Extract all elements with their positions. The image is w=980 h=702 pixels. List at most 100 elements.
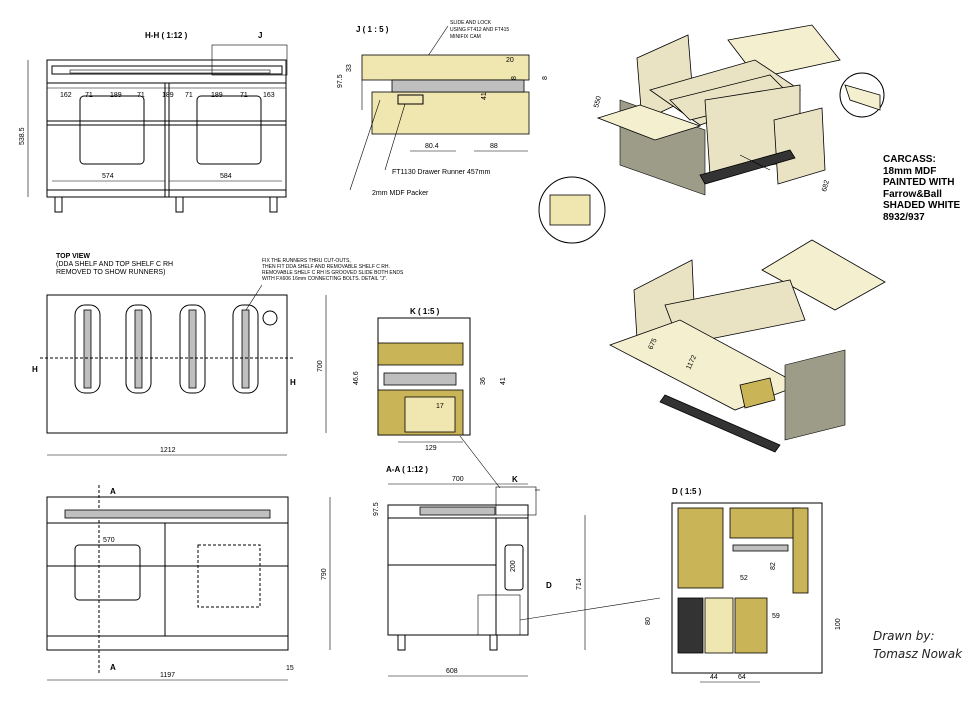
svg-text:714: 714 [576,578,583,590]
top-shelf [51,65,283,75]
note-line: PAINTED WITH [883,177,955,188]
svg-text:41: 41 [500,377,507,385]
svg-text:189: 189 [162,92,174,99]
top-view: TOP VIEW (DDA SHELF AND TOP SHELF C RH R… [32,253,404,456]
isometric-assembled-view: 675 1172 [609,239,886,453]
svg-text:790: 790 [321,568,328,580]
svg-text:584: 584 [220,173,232,180]
svg-text:100: 100 [835,618,842,630]
svg-text:608: 608 [446,668,458,675]
svg-text:88: 88 [490,143,498,150]
note-line: CARCASS: [883,154,936,165]
plinth [699,149,796,185]
svg-text:SLIDE AND LOCK: SLIDE AND LOCK [450,20,492,26]
detail-view-j: J ( 1 : 5 ) SLIDE AND LOCK USING FT412 A… [337,20,549,197]
detail-view-d: D ( 1:5 ) 52 82 80 59 100 44 64 [645,487,842,683]
svg-text:59: 59 [772,613,780,620]
svg-text:675: 675 [647,337,658,351]
shelf-panel-bottom [371,91,530,135]
dda-shelf [596,104,702,141]
svg-text:20: 20 [506,57,514,64]
bin-left [79,95,145,165]
svg-text:129: 129 [425,445,437,452]
svg-text:MINIFIX CAM: MINIFIX CAM [450,34,481,40]
drawn-by-signature: Drawn by: Tomasz Nowak [873,627,962,663]
runner-strip [69,69,271,74]
svg-text:A: A [110,663,116,672]
svg-text:USING FT412 AND FT415: USING FT412 AND FT415 [450,27,509,33]
svg-text:8: 8 [542,76,549,80]
svg-text:71: 71 [240,92,248,99]
svg-text:(DDA SHELF AND TOP SHELF C RH: (DDA SHELF AND TOP SHELF C RH [56,261,173,268]
svg-text:80.4: 80.4 [425,143,439,150]
svg-text:97.5: 97.5 [337,74,344,88]
slatted-side [784,349,846,441]
svg-text:1212: 1212 [160,447,176,454]
svg-text:THEN FIT DDA SHELF AND REMOVAB: THEN FIT DDA SHELF AND REMOVABLE SHELF C… [262,264,390,270]
svg-text:A: A [110,487,116,496]
section-view-hh: H-H ( 1:12 ) J 162 71 189 71 189 71 189 … [19,31,288,213]
runner-cutout [74,304,101,394]
svg-text:189: 189 [211,92,223,99]
note-line: 8932/937 [883,211,925,223]
runner-cutout [179,304,206,394]
detail-tag: J [258,31,262,40]
svg-text:52: 52 [740,575,748,582]
signature-label: Drawn by: [873,629,935,643]
svg-text:189: 189 [110,92,122,99]
note-line: Farrow&Ball [883,188,942,200]
svg-text:D ( 1:5 ): D ( 1:5 ) [672,487,702,496]
svg-text:71: 71 [185,92,193,99]
section-view-aa: A-A ( 1:12 ) K 700 200 97.5 714 D 608 [373,435,661,677]
shelf-section [377,342,464,366]
svg-text:44: 44 [710,674,718,681]
svg-text:71: 71 [85,92,93,99]
runner-cutout [232,304,259,394]
svg-text:8: 8 [511,76,518,80]
svg-text:1197: 1197 [160,672,175,679]
dda-shelf-iso [761,239,886,311]
runner-cutout [125,304,152,394]
svg-text:64: 64 [738,674,746,681]
detail-circle-top [839,72,885,118]
side-panel-right [773,107,826,185]
d-side-left [677,507,724,589]
svg-text:H: H [290,378,296,387]
drawer-runner [391,79,525,93]
note-line: SHADED WHITE [883,200,961,211]
bin-front [74,544,141,601]
shelf-panel-top [361,54,530,81]
svg-text:REMOVED TO SHOW RUNNERS): REMOVED TO SHOW RUNNERS) [56,269,165,276]
svg-text:FT1130 Drawer Runner 457mm: FT1130 Drawer Runner 457mm [392,169,490,176]
svg-text:17: 17 [436,403,444,410]
svg-text:D: D [546,581,552,590]
view-title: H-H ( 1:12 ) [145,31,188,40]
carcass-note: CARCASS: 18mm MDF PAINTED WITH Farrow&Ba… [883,154,978,223]
svg-text:682: 682 [821,179,831,192]
svg-text:36: 36 [480,377,487,385]
svg-text:80: 80 [645,617,652,625]
svg-text:162: 162 [60,92,72,99]
runner-section [383,372,457,386]
svg-text:700: 700 [452,476,464,483]
d-black-block [677,597,704,654]
svg-text:H: H [32,365,38,374]
d-base-block [734,597,768,654]
cable-hole [262,310,278,326]
svg-text:46.6: 46.6 [353,371,360,385]
detail-view-k: K ( 1:5 ) 46.6 36 41 17 129 [353,307,507,452]
svg-text:K ( 1:5 ): K ( 1:5 ) [410,307,440,316]
d-top-panel [729,507,801,539]
svg-text:15: 15 [286,665,294,672]
isometric-exploded-view: 550 682 [538,24,885,244]
svg-text:TOP VIEW: TOP VIEW [56,253,90,260]
svg-text:550: 550 [593,95,603,108]
svg-text:K: K [512,475,518,484]
bin-right [196,95,262,165]
svg-text:538.5: 538.5 [19,127,26,145]
svg-text:J ( 1 : 5 ): J ( 1 : 5 ) [356,25,389,34]
top-rail [64,509,271,519]
signature-name: Tomasz Nowak [873,647,963,661]
cabinet-outline [46,59,287,198]
